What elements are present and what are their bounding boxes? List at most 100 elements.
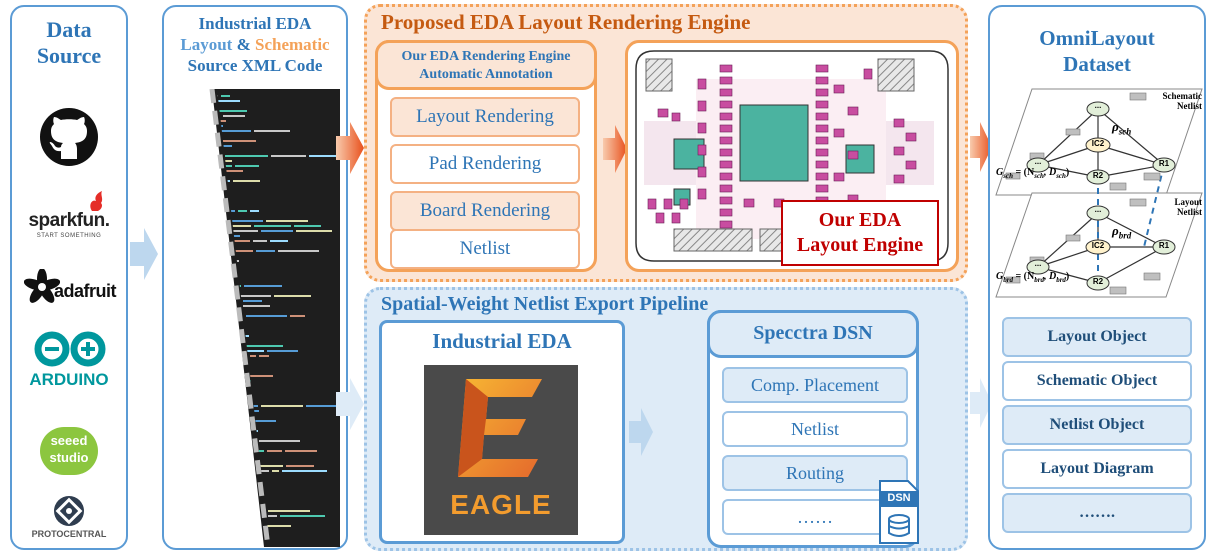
- dsn-icon-label: DSN: [887, 492, 911, 504]
- comp-placement-item: Comp. Placement: [722, 367, 908, 403]
- pcb-pad: [815, 100, 829, 109]
- code-line: [309, 155, 337, 157]
- node-label: ...: [1034, 259, 1042, 268]
- pcb-pad: [719, 100, 733, 109]
- code-line: [278, 250, 319, 252]
- engine-label-box: Our EDA Layout Engine: [781, 200, 939, 266]
- specctra-dsn-box: Specctra DSN Comp. Placement Netlist Rou…: [707, 310, 919, 548]
- code-line: [250, 355, 256, 357]
- code-line: [256, 250, 275, 252]
- pcb-pad: [847, 150, 859, 160]
- pcb-pad: [719, 124, 733, 133]
- industrial-eda-box: Industrial EDA EAGLE: [379, 320, 625, 544]
- github-logo-icon: [40, 108, 98, 166]
- netlist-graph-diagram: [995, 88, 1203, 298]
- code-line: [221, 130, 251, 132]
- code-line: [217, 145, 232, 147]
- pcb-pad: [815, 124, 829, 133]
- code-line: [294, 225, 321, 227]
- code-line: [249, 375, 273, 377]
- pcb-pad: [815, 88, 829, 97]
- board-rendering-item: Board Rendering: [390, 191, 580, 231]
- pcb-pad: [815, 172, 829, 181]
- arduino-infinity-icon: [34, 331, 106, 367]
- flow-arrow-icon: [970, 378, 992, 428]
- flow-arrow-icon: [629, 408, 653, 456]
- code-line: [296, 230, 332, 232]
- annotation-title: Our EDA Rendering Engine Automatic Annot…: [375, 40, 597, 90]
- code-line: [271, 155, 306, 157]
- protocentral-icon: [54, 496, 84, 526]
- pcb-pad: [697, 122, 707, 134]
- annotation-box: Our EDA Rendering Engine Automatic Annot…: [375, 40, 597, 272]
- layout-object-item: Layout Object: [1002, 317, 1192, 357]
- pcb-pad: [647, 198, 657, 210]
- code-line: [217, 100, 240, 102]
- protocentral-logo: PROTOCENTRAL: [31, 529, 107, 539]
- pcb-pad: [893, 146, 905, 156]
- pcb-pad: [905, 132, 917, 142]
- pad-rendering-item: Pad Rendering: [390, 144, 580, 184]
- code-line: [243, 300, 262, 302]
- arduino-logo: ARDUINO: [29, 370, 109, 389]
- node-label: ...: [1034, 157, 1042, 166]
- pcb-pad: [719, 208, 733, 217]
- pipeline-title: Spatial-Weight Netlist Export Pipeline: [381, 293, 709, 315]
- dsn-netlist-item: Netlist: [722, 411, 908, 447]
- eagle-logo: EAGLE: [424, 365, 578, 535]
- code-line: [223, 115, 245, 117]
- code-line: [226, 225, 251, 227]
- code-line: [267, 450, 282, 452]
- code-line: [250, 210, 259, 212]
- pcb-pad: [719, 184, 733, 193]
- pcb-pad: [663, 198, 673, 210]
- pcb-pad: [833, 172, 845, 182]
- netlist-object-item: Netlist Object: [1002, 405, 1192, 445]
- pcb-pad: [719, 148, 733, 157]
- pcb-pad: [719, 196, 733, 205]
- code-line: [217, 140, 256, 142]
- layout-diagram-item: Layout Diagram: [1002, 449, 1192, 489]
- pcb-pad: [697, 144, 707, 156]
- code-line: [232, 235, 240, 237]
- omni-ellipsis-item: …….: [1002, 493, 1192, 533]
- flow-arrow-icon: [336, 378, 364, 430]
- node-label: ...: [1094, 101, 1102, 110]
- code-line: [280, 515, 325, 517]
- xml-source-panel: Industrial EDA Layout & Schematic Source…: [162, 5, 348, 550]
- code-line: [217, 120, 226, 122]
- pcb-pad: [815, 184, 829, 193]
- pcb-pad: [719, 160, 733, 169]
- pcb-pad: [671, 212, 681, 224]
- xml-panel-title: Industrial EDA Layout & Schematic Source…: [180, 14, 330, 75]
- rho-sch-label: ρsch: [1112, 119, 1132, 137]
- code-line: [254, 130, 290, 132]
- code-line: [255, 465, 283, 467]
- node-label-ic2: IC2: [1091, 139, 1105, 148]
- code-line: [238, 210, 247, 212]
- code-line: [259, 355, 269, 357]
- xml-code-screenshot: [172, 89, 340, 547]
- code-line: [244, 285, 282, 287]
- dsn-title: Specctra DSN: [707, 310, 919, 358]
- pcb-pad: [833, 84, 845, 94]
- pcb-pad: [815, 112, 829, 121]
- code-line: [233, 180, 260, 182]
- pcb-pad: [815, 148, 829, 157]
- pcb-pad: [863, 68, 873, 80]
- pcb-pad: [719, 88, 733, 97]
- routing-item: Routing: [722, 455, 908, 491]
- flow-arrow-orange-icon: [603, 125, 627, 173]
- code-line: [259, 440, 300, 442]
- flow-arrow-orange-icon: [336, 122, 364, 174]
- code-line: [231, 220, 263, 222]
- eagle-label: EAGLE: [450, 489, 552, 520]
- code-line: [250, 410, 259, 412]
- code-line: [266, 220, 308, 222]
- pcb-pad: [657, 108, 669, 118]
- netlist-item: Netlist: [390, 229, 580, 269]
- node-label-ic2: IC2: [1091, 241, 1105, 250]
- rendering-engine-panel: Proposed EDA Layout Rendering Engine Our…: [364, 4, 968, 282]
- pcb-pad: [697, 100, 707, 112]
